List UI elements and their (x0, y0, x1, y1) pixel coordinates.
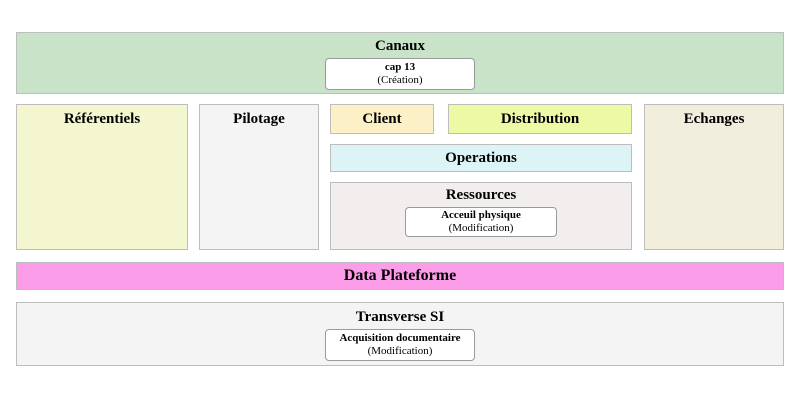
distribution-title: Distribution (500, 111, 580, 127)
referentiels-title: Référentiels (63, 111, 141, 127)
data-plateforme-band: Data Plateforme (16, 262, 784, 290)
distribution-block: Distribution (448, 104, 632, 134)
transverse-si-title: Transverse SI (355, 309, 445, 325)
ressources-card-acceuil-physique[interactable]: Acceuil physique (Modification) (405, 207, 557, 237)
center-group: Client Distribution Operations Ressource… (330, 104, 632, 250)
ressources-card-title: Acceuil physique (441, 209, 521, 221)
ressources-card-subtitle: (Modification) (448, 222, 514, 234)
transverse-card-acquisition-documentaire[interactable]: Acquisition documentaire (Modification) (325, 329, 475, 361)
transverse-card-title: Acquisition documentaire (339, 332, 461, 344)
operations-title: Operations (445, 150, 517, 166)
echanges-title: Echanges (683, 111, 745, 127)
echanges-block: Echanges (644, 104, 784, 250)
client-title: Client (362, 111, 402, 127)
ressources-block: Ressources Acceuil physique (Modificatio… (330, 182, 632, 250)
data-plateforme-title: Data Plateforme (343, 267, 457, 284)
transverse-card-subtitle: (Modification) (367, 345, 433, 357)
ressources-title: Ressources (445, 187, 517, 203)
canaux-title: Canaux (374, 38, 426, 54)
pilotage-title: Pilotage (233, 111, 285, 127)
pilotage-block: Pilotage (199, 104, 319, 250)
referentiels-block: Référentiels (16, 104, 188, 250)
operations-block: Operations (330, 144, 632, 172)
middle-row: Référentiels Pilotage Client Distributio… (16, 104, 784, 250)
canaux-card-title: cap 13 (384, 61, 416, 73)
canaux-card-subtitle: (Création) (377, 74, 423, 86)
canaux-card-cap13[interactable]: cap 13 (Création) (325, 58, 475, 90)
client-distribution-row: Client Distribution (330, 104, 632, 134)
client-block: Client (330, 104, 434, 134)
canaux-band: Canaux cap 13 (Création) (16, 32, 784, 94)
transverse-si-band: Transverse SI Acquisition documentaire (… (16, 302, 784, 366)
